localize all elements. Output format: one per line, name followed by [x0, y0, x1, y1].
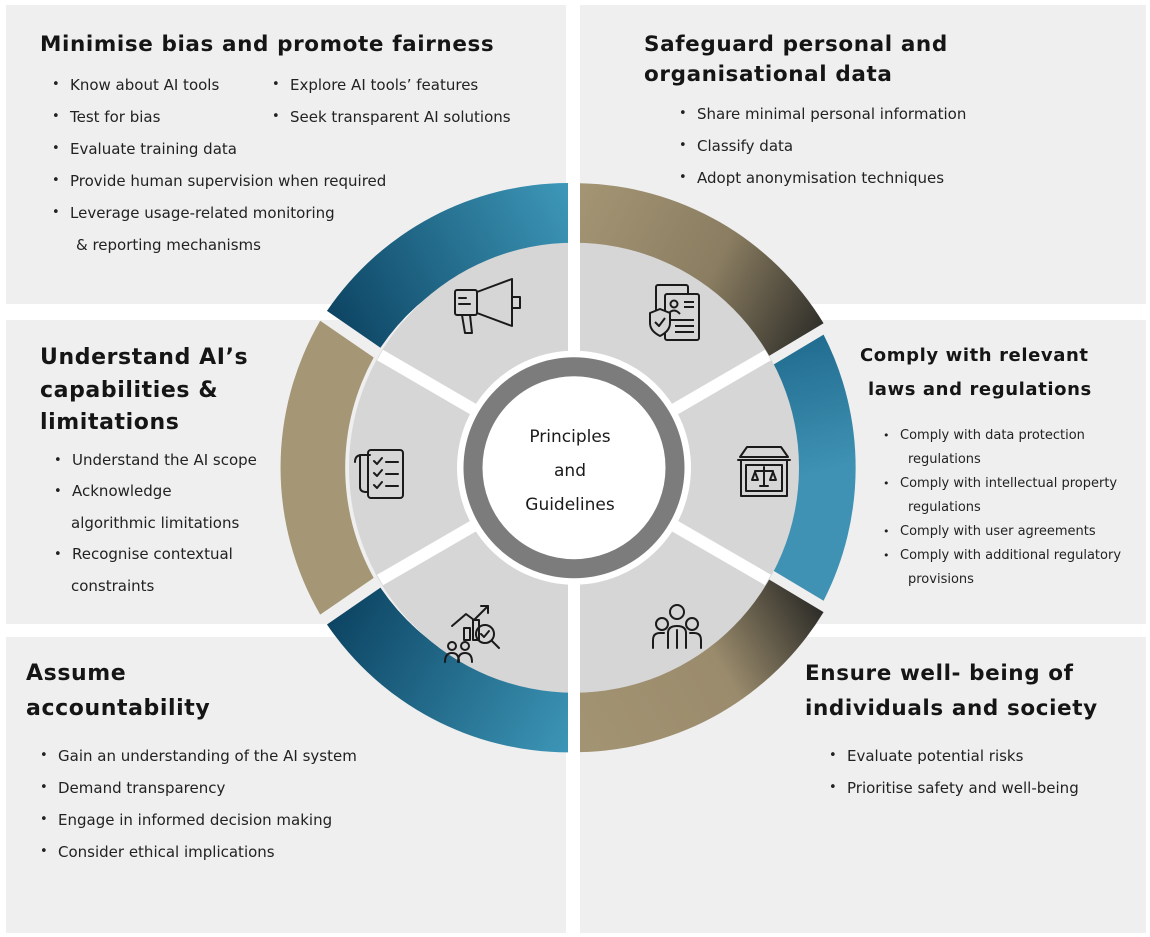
megaphone-icon [454, 278, 521, 334]
data-title-line1: Safeguard personal and [644, 32, 948, 57]
list-item: Recognise contextual [54, 539, 233, 570]
wellbeing-title-line1: Ensure well- being of [805, 661, 1074, 686]
list-item: Evaluate potential risks [829, 740, 1079, 772]
laws-title-line2: laws and regulations [868, 379, 1092, 400]
accountability-title-line1: Assume [26, 661, 127, 686]
center-label: Principles and Guidelines [496, 420, 644, 522]
ring-segment-right [767, 334, 856, 601]
ring-segment-top-right [580, 183, 824, 357]
ring-segment-top-left [326, 183, 568, 348]
capabilities-title-line2: capabilities & [40, 378, 219, 403]
list-item: Comply with data protection [883, 424, 1085, 448]
ring-segment-bottom-right [580, 578, 824, 753]
list-item-continuation: constraints [71, 577, 155, 595]
list-item: Acknowledge [54, 476, 257, 507]
capabilities-list-item-3: Recognise contextual [54, 539, 233, 570]
list-item: Explore AI tools’ features [272, 69, 511, 101]
list-item: Comply with additional regulatory [883, 544, 1121, 568]
list-item: Understand the AI scope [54, 445, 257, 476]
ring-segment-bottom-left [326, 587, 568, 753]
list-item: Adopt anonymisation techniques [679, 162, 966, 194]
list-item-continuation: algorithmic limitations [71, 514, 240, 532]
center-label-line1: Principles [529, 427, 611, 447]
wellbeing-list: Evaluate potential risks Prioritise safe… [829, 740, 1079, 804]
fairness-list-col2: Explore AI tools’ features Seek transpar… [272, 69, 511, 133]
center-hub [457, 350, 691, 585]
list-item: Gain an understanding of the AI system [40, 740, 357, 772]
group-people-icon [652, 604, 702, 649]
analytics-people-icon [444, 605, 500, 663]
laws-list-item-2: Comply with intellectual property [883, 472, 1117, 496]
accountability-list: Gain an understanding of the AI system D… [40, 740, 357, 868]
secure-document-icon [649, 284, 700, 341]
courthouse-scales-icon [737, 446, 791, 497]
capabilities-title-line1: Understand AI’s [40, 345, 249, 370]
list-item-continuation: regulations [908, 500, 981, 515]
list-item: Engage in informed decision making [40, 804, 357, 836]
capabilities-title-line3: limitations [40, 410, 180, 435]
list-item-continuation: provisions [908, 572, 974, 587]
list-item: Prioritise safety and well-being [829, 772, 1079, 804]
list-item: Test for bias [52, 101, 386, 133]
list-item: Seek transparent AI solutions [272, 101, 511, 133]
center-label-line2: and [554, 461, 586, 481]
fairness-title: Minimise bias and promote fairness [40, 32, 495, 57]
list-item: Consider ethical implications [40, 836, 357, 868]
laws-list-item-3-4: Comply with user agreements Comply with … [883, 520, 1121, 568]
list-item: Classify data [679, 130, 966, 162]
data-title-line2: organisational data [644, 62, 893, 87]
list-item: Comply with intellectual property [883, 472, 1117, 496]
list-item: Comply with user agreements [883, 520, 1121, 544]
accountability-title-line2: accountability [26, 696, 211, 721]
list-item: Leverage usage-related monitoring [52, 197, 386, 229]
list-item: Demand transparency [40, 772, 357, 804]
list-item-continuation: regulations [908, 452, 981, 467]
wellbeing-title-line2: individuals and society [805, 696, 1098, 721]
laws-list-item-1: Comply with data protection [883, 424, 1085, 448]
fairness-list: Know about AI tools Test for bias Evalua… [52, 69, 386, 229]
capabilities-list-item-1: Understand the AI scope Acknowledge [54, 445, 257, 507]
checklist-icon [354, 449, 404, 499]
list-item: Share minimal personal information [679, 98, 966, 130]
ring-segment-left [280, 320, 374, 615]
laws-title-line1: Comply with relevant [860, 345, 1089, 366]
center-ring [463, 357, 685, 579]
list-item-continuation: & reporting mechanisms [76, 236, 261, 254]
data-list: Share minimal personal information Class… [679, 98, 966, 194]
list-item: Evaluate training data [52, 133, 386, 165]
list-item: Provide human supervision when required [52, 165, 386, 197]
list-item: Know about AI tools [52, 69, 386, 101]
center-label-line3: Guidelines [525, 495, 615, 515]
